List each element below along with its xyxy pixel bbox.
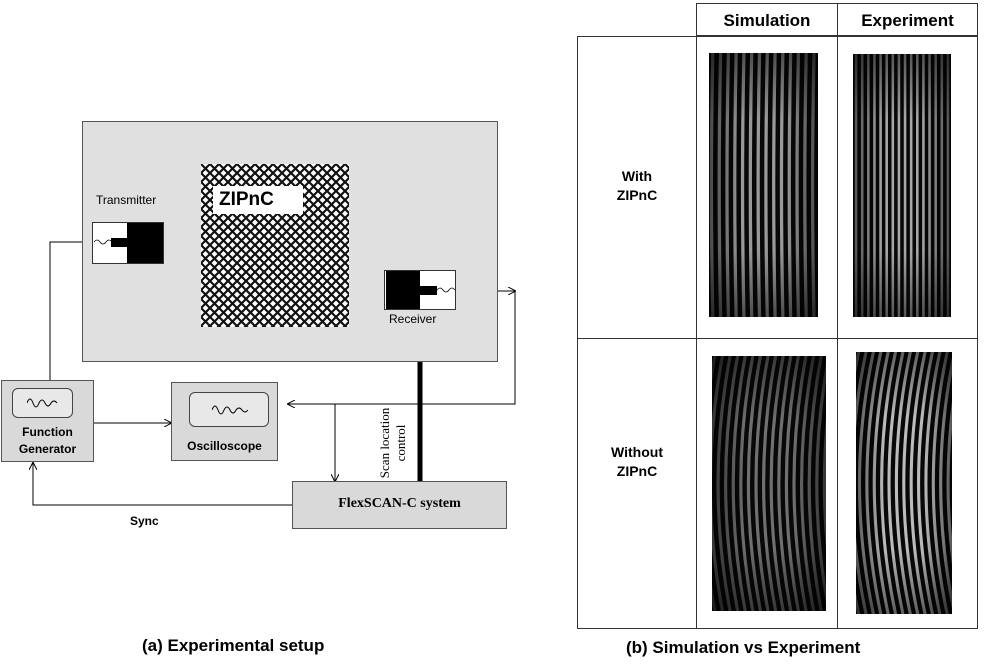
sim-without-cell [696,338,838,629]
row-label-with-line1: With [621,168,653,184]
exp-without-cell [837,338,978,629]
caption-simulation-vs-experiment: (b) Simulation vs Experiment [626,638,861,657]
row-label-with-cell: With ZIPnC [577,36,697,339]
receiver-probe [384,270,456,310]
transmitter-probe [92,222,164,264]
sine-wave-icon [212,405,248,415]
oscilloscope-box: Oscilloscope [171,382,278,461]
receiver-label: Receiver [389,312,437,326]
oscilloscope-label: Oscilloscope [187,439,262,453]
row-label-with-line2: ZIPnC [616,187,658,203]
row-label-without-line2: ZIPnC [616,463,658,479]
oscilloscope-screen [189,392,269,427]
function-generator-label-line2: Generator [18,442,77,456]
header-experiment: Experiment [861,11,954,30]
scan-control-label-line2: control [393,424,408,462]
scan-control-label: Scan location control [377,388,413,498]
row-label-without-cell: Without ZIPnC [577,338,697,629]
function-generator-box: Function Generator [1,380,94,462]
header-experiment-cell: Experiment [837,3,978,36]
flexscan-label: FlexSCAN-C system [338,496,461,511]
sine-wave-icon [27,398,58,408]
scan-control-label-line1: Scan location [377,407,392,479]
waveform-display [12,388,73,418]
header-simulation: Simulation [723,11,811,30]
transmitter-label: Transmitter [96,193,157,207]
zipnc-label: ZIPnC [213,186,303,214]
header-simulation-cell: Simulation [696,3,838,36]
sync-label: Sync [130,514,159,528]
exp-with-cell [837,36,978,339]
caption-experimental-setup: (a) Experimental setup [142,636,325,655]
function-generator-label-line1: Function [22,425,73,439]
flexscan-system-box: FlexSCAN-C system [292,481,507,529]
sim-with-cell [696,36,838,339]
row-label-without-line1: Without [611,444,663,460]
